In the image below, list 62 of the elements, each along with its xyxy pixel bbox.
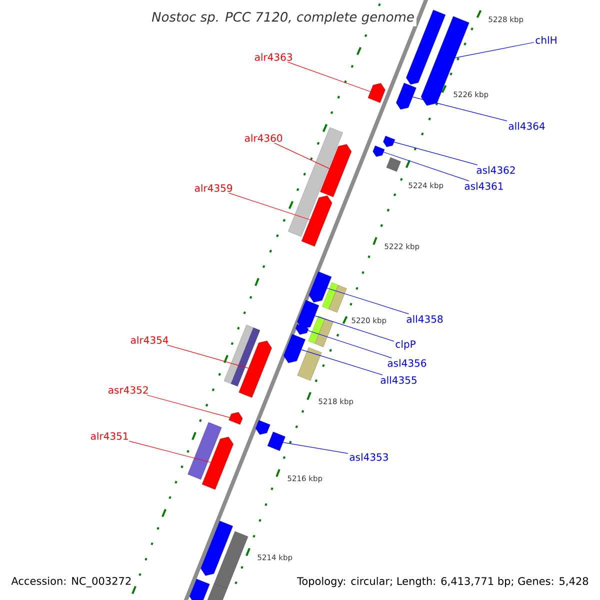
gene-label: all4364: [508, 122, 545, 130]
gene-bar: [267, 432, 286, 451]
info-text: Topology: circular; Length: 6,413,771 bp; Genes: 5,428: [296, 576, 590, 588]
leader-line: [282, 442, 348, 454]
gene-block: [256, 420, 270, 435]
leader-line: [128, 440, 212, 463]
leader-line: [274, 142, 330, 169]
gene-label: all4355: [380, 376, 416, 384]
gene-block: [320, 144, 352, 198]
gene-label: alr4359: [194, 184, 232, 192]
leader-line: [308, 330, 392, 358]
leader-line: [146, 394, 230, 418]
gene-bar: [297, 347, 322, 381]
gene-label: asl4356: [388, 359, 426, 367]
leader-line: [228, 192, 310, 220]
gene-label: alr4363: [254, 53, 292, 61]
gene-label: asl4361: [464, 182, 503, 190]
gene-block: [308, 272, 332, 302]
gene-label: asl4362: [476, 166, 515, 174]
gene-block: [297, 300, 320, 330]
gene-block: [296, 324, 309, 335]
leader-line: [394, 142, 478, 166]
gene-block: [228, 412, 243, 425]
leader-line: [412, 96, 508, 122]
leader-line: [167, 344, 249, 369]
leader-line: [287, 62, 371, 92]
gene-block: [383, 136, 396, 147]
gene-block: [396, 82, 416, 110]
gene-bar: [224, 324, 254, 384]
gene-bar: [328, 285, 347, 313]
leader-line: [301, 349, 383, 376]
gene-label: asr4352: [108, 386, 148, 394]
gene-bar: [205, 583, 228, 600]
gene-label: all4358: [406, 315, 443, 323]
gene-block: [238, 340, 272, 398]
gene-label: alr4354: [130, 336, 168, 344]
gene-block: [301, 196, 332, 246]
gene-bar: [322, 282, 338, 310]
gene-bar: [386, 157, 401, 172]
gene-block: [200, 520, 233, 576]
gene-bar: [314, 318, 334, 348]
leader-line: [314, 316, 394, 342]
gene-bar: [308, 316, 326, 344]
gene-block: [372, 146, 385, 157]
gene-block: [368, 83, 386, 103]
leader-line: [326, 288, 410, 314]
gene-bar: [230, 328, 260, 386]
gene-block: [189, 578, 210, 600]
gene-block: [202, 436, 234, 490]
gene-label: asl4353: [350, 453, 388, 461]
leader-line: [454, 42, 534, 58]
gene-label: alr4351: [90, 432, 128, 440]
leader-line: [383, 152, 470, 182]
gene-label: chlH: [536, 36, 556, 44]
gene-bar: [214, 531, 248, 589]
gene-block: [284, 334, 306, 364]
gene-label: clpP: [396, 340, 416, 350]
gene-bar: [288, 127, 343, 237]
info-text: Accession: NC_003272: [10, 576, 133, 588]
gene-label: alr4360: [244, 134, 282, 142]
gene-bar: [188, 422, 222, 480]
title: Nostoc sp. PCC 7120, complete genome: [150, 10, 416, 26]
